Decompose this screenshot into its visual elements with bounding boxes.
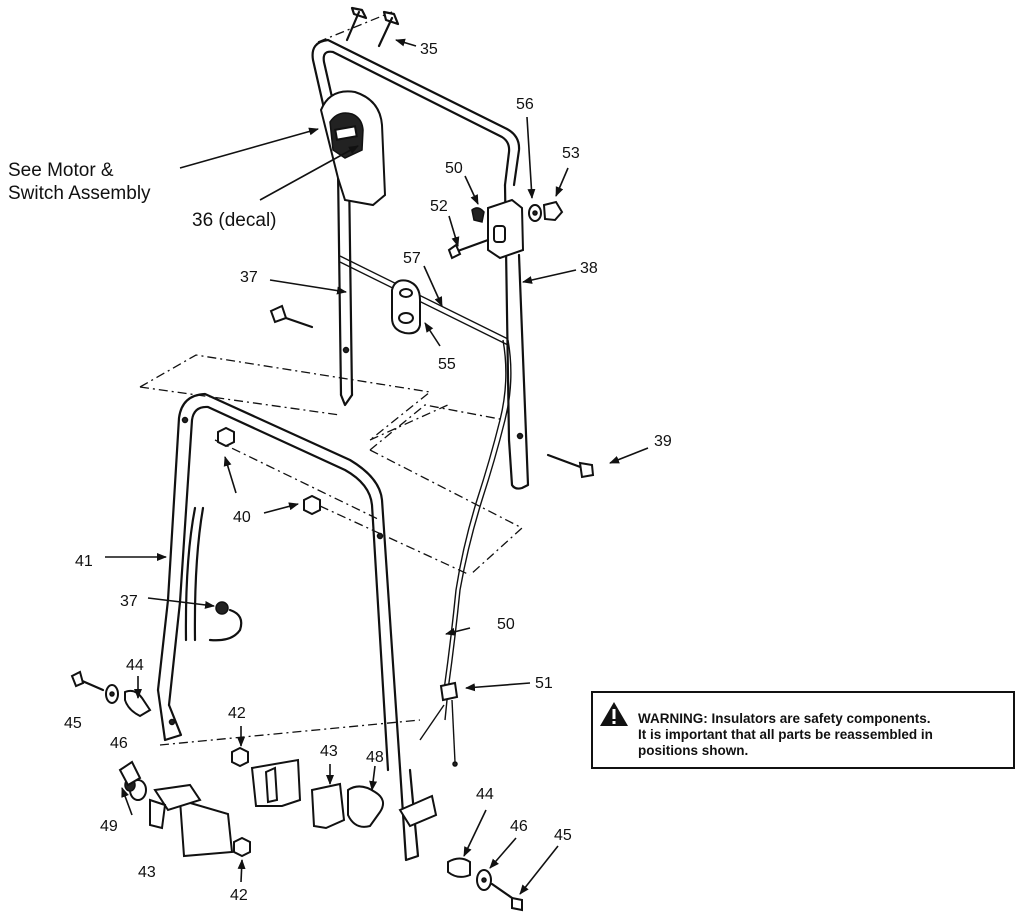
callout-42-upper: 42 bbox=[228, 705, 246, 722]
callout-56: 56 bbox=[516, 96, 534, 113]
callout-52: 52 bbox=[430, 198, 448, 215]
callout-36-decal: 36 (decal) bbox=[192, 210, 277, 231]
callout-39: 39 bbox=[654, 433, 672, 450]
callout-45-left: 45 bbox=[64, 715, 82, 732]
callout-50-upper: 50 bbox=[445, 160, 463, 177]
callout-37-lower: 37 bbox=[120, 593, 138, 610]
callout-51: 51 bbox=[535, 675, 553, 692]
callout-motor-switch-line1: See Motor & bbox=[8, 160, 114, 181]
callout-49: 49 bbox=[100, 818, 118, 835]
switch-box bbox=[471, 198, 525, 260]
callout-38: 38 bbox=[580, 260, 598, 277]
lower-handle bbox=[156, 392, 420, 862]
callout-48: 48 bbox=[366, 749, 384, 766]
callout-labels: 35 See Motor & Switch Assembly 36 (decal… bbox=[8, 41, 672, 904]
upper-handle bbox=[311, 38, 530, 490]
control-cable bbox=[419, 339, 512, 767]
warning-line-3: positions shown. bbox=[638, 743, 749, 758]
callout-35: 35 bbox=[420, 41, 438, 58]
bolt-52 bbox=[447, 238, 490, 260]
left-hardware bbox=[70, 670, 152, 718]
screws-35 bbox=[345, 6, 400, 48]
assembly-guide-lines bbox=[139, 11, 524, 746]
warning-box: WARNING: Insulators are safety component… bbox=[591, 691, 1015, 769]
warning-line-2: It is important that all parts be reasse… bbox=[638, 727, 933, 742]
callout-55: 55 bbox=[438, 356, 456, 373]
callout-42-lower: 42 bbox=[230, 887, 248, 904]
bolt-37-upper bbox=[269, 304, 314, 329]
callout-40: 40 bbox=[233, 509, 251, 526]
callout-43-right: 43 bbox=[320, 743, 338, 760]
callout-46-left: 46 bbox=[110, 735, 128, 752]
callout-44-right: 44 bbox=[476, 786, 494, 803]
nuts-40 bbox=[217, 426, 321, 516]
insulator-brackets bbox=[118, 758, 385, 858]
cable-bracket bbox=[391, 279, 421, 335]
callout-motor-switch-line2: Switch Assembly bbox=[8, 183, 151, 204]
bolt-39 bbox=[546, 453, 595, 479]
nuts-42 bbox=[231, 746, 251, 858]
warning-line-1: WARNING: Insulators are safety component… bbox=[638, 711, 931, 726]
callout-44-left: 44 bbox=[126, 657, 144, 674]
callout-46-right: 46 bbox=[510, 818, 528, 835]
callout-50-lower: 50 bbox=[497, 616, 515, 633]
callout-41: 41 bbox=[75, 553, 93, 570]
washer-56-nut-53 bbox=[528, 200, 564, 222]
leader-lines bbox=[105, 38, 649, 895]
warning-triangle-icon bbox=[600, 702, 628, 726]
callout-45-right: 45 bbox=[554, 827, 572, 844]
callout-57: 57 bbox=[403, 250, 421, 267]
cable-clip-37 bbox=[184, 506, 243, 642]
warning-text: WARNING: Insulators are safety component… bbox=[638, 711, 1007, 759]
right-hardware bbox=[398, 794, 523, 912]
callout-37-upper: 37 bbox=[240, 269, 258, 286]
callout-53: 53 bbox=[562, 145, 580, 162]
callout-43-left: 43 bbox=[138, 864, 156, 881]
